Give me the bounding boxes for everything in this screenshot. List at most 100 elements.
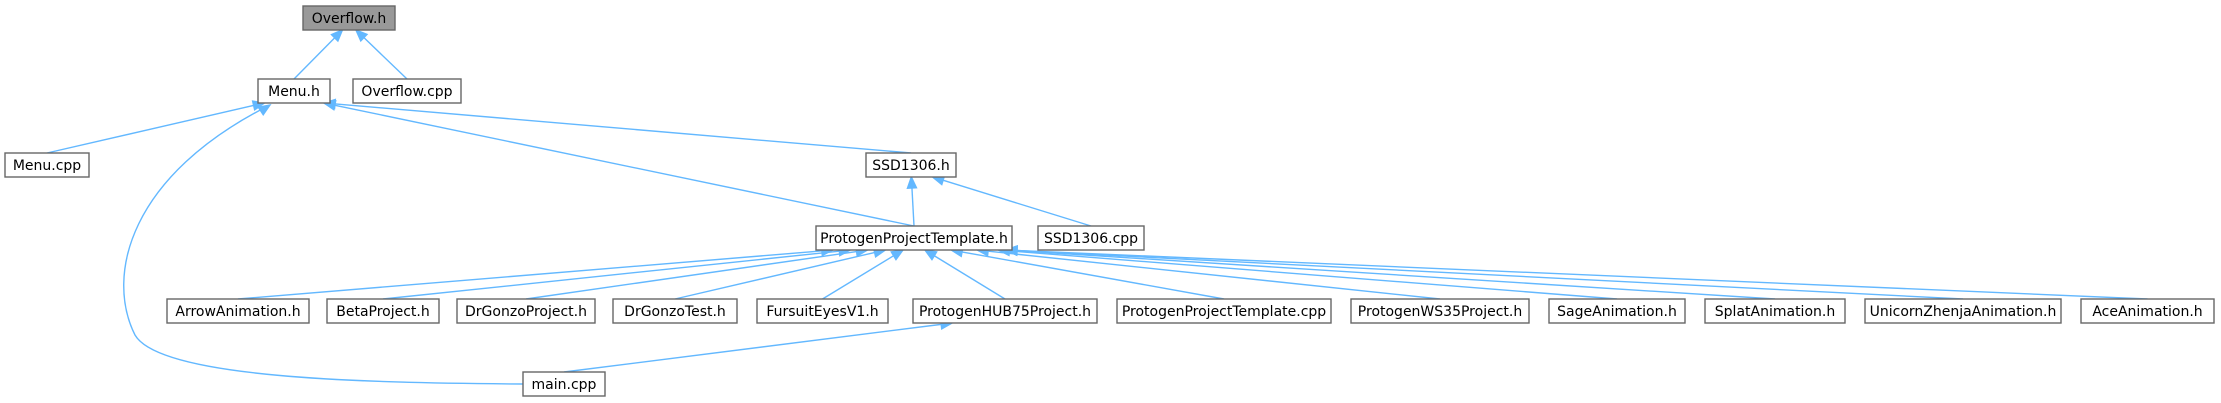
edge-line [1008, 250, 1618, 300]
node-ssd1306-cpp[interactable]: SSD1306.cpp [1037, 225, 1145, 251]
edge-line [293, 36, 336, 80]
node-label: DrGonzoProject.h [465, 304, 587, 320]
node-protogenprojecttemplate-cpp[interactable]: ProtogenProjectTemplate.cpp [1116, 298, 1332, 324]
node-box [1350, 298, 1530, 324]
node-box [522, 371, 606, 397]
node-box [815, 225, 1013, 251]
edge-fursuit-eyes-h-to-protogen-template-h [822, 249, 905, 300]
node-drgonzotest-h[interactable]: DrGonzoTest.h [612, 298, 738, 324]
arrowhead [890, 249, 905, 261]
node-box [1116, 298, 1332, 324]
node-label: BetaProject.h [336, 304, 430, 320]
edge-line [822, 254, 895, 300]
edge-line [1015, 249, 2148, 300]
edge-splat-animation-h-to-protogen-template-h [1004, 245, 1776, 300]
edge-line [960, 251, 1225, 300]
edge-protogen-template-h-to-ssd1306-h [906, 175, 918, 227]
node-box [2080, 298, 2215, 324]
edge-main-cpp-to-hub75-project-h [563, 318, 954, 373]
edge-line [674, 251, 876, 300]
edge-line [563, 323, 943, 373]
edge-ssd1306-cpp-to-ssd1306-h [930, 175, 1092, 227]
node-box [4, 152, 90, 178]
node-box [166, 298, 310, 324]
edge-unicorn-animation-h-to-protogen-template-h [1004, 245, 1964, 300]
node-label: DrGonzoTest.h [624, 304, 726, 320]
node-box [912, 298, 1098, 324]
node-label: ProtogenProjectTemplate.h [820, 231, 1008, 247]
edge-line [333, 103, 912, 154]
arrowhead [330, 28, 344, 43]
edge-menu-h-to-overflow-h [293, 28, 344, 80]
node-label: Menu.h [268, 84, 320, 100]
edge-line [333, 104, 915, 227]
node-box [756, 298, 889, 324]
edge-line [46, 104, 255, 154]
node-box [1037, 225, 1145, 251]
node-label: ProtogenHUB75Project.h [919, 304, 1091, 320]
node-label: ProtogenWS35Project.h [1358, 304, 1522, 320]
node-protogenprojecttemplate-h[interactable]: ProtogenProjectTemplate.h [815, 225, 1013, 251]
edge-arrow-animation-h-to-protogen-template-h [237, 245, 835, 300]
edge-main-cpp-to-menu-h [123, 103, 524, 385]
node-box [257, 78, 331, 104]
node-label: UnicornZhenjaAnimation.h [1870, 304, 2057, 320]
arrowhead [923, 249, 938, 261]
node-main-cpp[interactable]: main.cpp [522, 371, 606, 397]
node-label: SSD1306.cpp [1044, 231, 1138, 247]
edge-drgonzo-project-h-to-protogen-template-h [525, 246, 870, 300]
node-label: SSD1306.h [872, 158, 950, 174]
node-label: Overflow.cpp [361, 84, 452, 100]
edge-line [986, 250, 1441, 300]
arrowhead [354, 28, 369, 43]
edge-line [123, 104, 524, 385]
node-arrowanimation-h[interactable]: ArrowAnimation.h [166, 298, 310, 324]
node-label: ArrowAnimation.h [175, 304, 300, 320]
node-menu-h[interactable]: Menu.h [257, 78, 331, 104]
node-box [326, 298, 440, 324]
node-box [302, 5, 396, 31]
node-box [865, 152, 957, 178]
node-unicornzhenjaanimation-h[interactable]: UnicornZhenjaAnimation.h [1864, 298, 2062, 324]
node-box [612, 298, 738, 324]
edge-line [911, 186, 915, 227]
arrowhead [906, 175, 918, 189]
node-protogenhub75project-h[interactable]: ProtogenHUB75Project.h [912, 298, 1098, 324]
node-aceanimation-h[interactable]: AceAnimation.h [2080, 298, 2215, 324]
edge-line [362, 36, 408, 80]
edge-line [1015, 249, 1776, 300]
node-box [456, 298, 596, 324]
edge-line [933, 254, 1006, 300]
node-label: FursuitEyesV1.h [766, 304, 878, 320]
node-drgonzoproject-h[interactable]: DrGonzoProject.h [456, 298, 596, 324]
node-overflow-cpp[interactable]: Overflow.cpp [352, 78, 462, 104]
edge-line [237, 250, 823, 300]
node-protogenws35project-h[interactable]: ProtogenWS35Project.h [1350, 298, 1530, 324]
node-box [1548, 298, 1686, 324]
node-splatanimation-h[interactable]: SplatAnimation.h [1704, 298, 1846, 324]
node-label: Overflow.h [312, 11, 387, 27]
node-label: SplatAnimation.h [1715, 304, 1835, 320]
node-sageanimation-h[interactable]: SageAnimation.h [1548, 298, 1686, 324]
node-box [1864, 298, 2062, 324]
node-box [352, 78, 462, 104]
node-betaproject-h[interactable]: BetaProject.h [326, 298, 440, 324]
edge-hub75-project-h-to-protogen-template-h [923, 249, 1006, 300]
edge-line [1015, 249, 1964, 300]
node-label: ProtogenProjectTemplate.cpp [1122, 304, 1326, 320]
node-menu-cpp[interactable]: Menu.cpp [4, 152, 90, 178]
node-overflow-h[interactable]: Overflow.h [302, 5, 396, 31]
node-ssd1306-h[interactable]: SSD1306.h [865, 152, 957, 178]
node-box [1704, 298, 1846, 324]
edge-protogen-template-h-to-menu-h [322, 99, 915, 227]
edge-line [941, 179, 1092, 227]
edge-ssd1306-h-to-menu-h [322, 98, 912, 154]
node-fursuiteyesv1-h[interactable]: FursuitEyesV1.h [756, 298, 889, 324]
node-label: AceAnimation.h [2092, 304, 2202, 320]
edge-line [525, 250, 858, 300]
edges-layer [46, 28, 2148, 385]
node-label: SageAnimation.h [1557, 304, 1677, 320]
node-label: main.cpp [532, 377, 597, 393]
